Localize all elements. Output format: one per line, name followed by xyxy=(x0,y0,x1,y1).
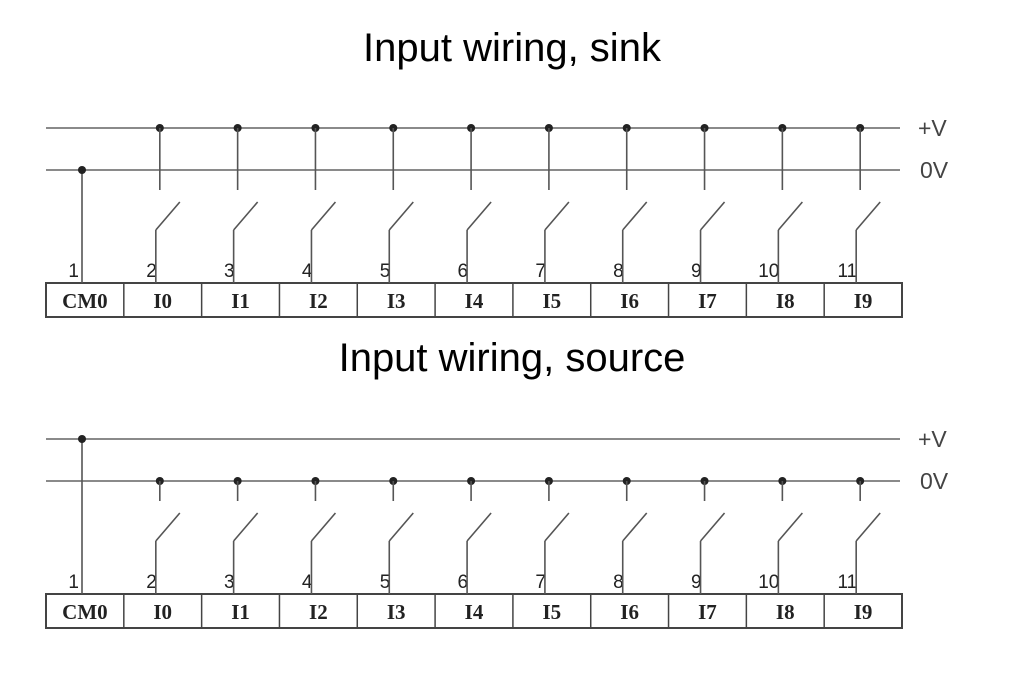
terminal-block xyxy=(45,593,903,629)
terminal-label: I2 xyxy=(309,289,328,313)
pin-number: 8 xyxy=(613,572,624,593)
switch-contact xyxy=(233,512,259,542)
junction-dot xyxy=(78,166,86,174)
pin-number: 8 xyxy=(613,261,624,282)
terminal-label: I8 xyxy=(776,289,795,313)
pin-number: 1 xyxy=(68,261,79,282)
pin-number: 4 xyxy=(302,572,313,593)
terminal-label: I7 xyxy=(698,289,717,313)
plus-v-rail-label: +V xyxy=(918,426,947,452)
terminal-label: I5 xyxy=(542,289,561,313)
zero-v-rail-label: 0V xyxy=(920,157,949,183)
pin-number: 6 xyxy=(458,261,469,282)
pin-number: 6 xyxy=(458,572,469,593)
terminal-label: I0 xyxy=(153,289,172,313)
switch-contact xyxy=(466,201,492,231)
switch-contact xyxy=(544,512,570,542)
pin-number: 2 xyxy=(146,572,157,593)
switch-contact xyxy=(777,201,803,231)
pin-number: 11 xyxy=(837,261,857,282)
terminal-label: I6 xyxy=(620,600,639,624)
terminal-label: I3 xyxy=(387,289,406,313)
terminal-label: I6 xyxy=(620,289,639,313)
plus-v-rail-label: +V xyxy=(918,115,947,141)
terminal-label: I7 xyxy=(698,600,717,624)
pin-number: 5 xyxy=(380,572,391,593)
sink-diagram-title: Input wiring, sink xyxy=(363,26,661,70)
pin-number: 9 xyxy=(691,261,702,282)
switch-contact xyxy=(310,512,337,542)
terminal-block xyxy=(45,282,903,318)
terminal-label: I9 xyxy=(854,600,873,624)
switch-contact xyxy=(777,512,803,542)
terminal-label: CM0 xyxy=(62,600,108,624)
switch-contact xyxy=(155,201,181,231)
switch-contact xyxy=(699,512,726,542)
terminal-label: I1 xyxy=(231,600,250,624)
pin-number: 3 xyxy=(224,261,235,282)
terminal-label: I1 xyxy=(231,289,250,313)
pin-number: 10 xyxy=(758,261,779,282)
terminal-label: I4 xyxy=(465,289,484,313)
pin-number: 1 xyxy=(68,572,79,593)
switch-contact xyxy=(466,512,492,542)
switch-contact xyxy=(388,512,414,542)
pin-number: 9 xyxy=(691,572,702,593)
terminal-label: I8 xyxy=(776,600,795,624)
zero-v-rail-label: 0V xyxy=(920,468,949,494)
switch-contact xyxy=(855,201,881,231)
switch-contact xyxy=(233,201,259,231)
switch-contact xyxy=(622,201,648,231)
pin-number: 11 xyxy=(837,572,857,593)
terminal-label: I3 xyxy=(387,600,406,624)
switch-contact xyxy=(388,201,414,231)
switch-contact xyxy=(699,201,726,231)
switch-contact xyxy=(544,201,570,231)
pin-number: 3 xyxy=(224,572,235,593)
pin-number: 10 xyxy=(758,572,779,593)
pin-number: 4 xyxy=(302,261,313,282)
terminal-label: I4 xyxy=(465,600,484,624)
terminal-label: I5 xyxy=(542,600,561,624)
terminal-label: I9 xyxy=(854,289,873,313)
switch-contact xyxy=(155,512,181,542)
pin-number: 2 xyxy=(146,261,157,282)
pin-number: 7 xyxy=(535,261,546,282)
junction-dot xyxy=(78,435,86,443)
terminal-label: I0 xyxy=(153,600,172,624)
pin-number: 7 xyxy=(535,572,546,593)
source-diagram-title: Input wiring, source xyxy=(338,336,686,380)
terminal-label: CM0 xyxy=(62,289,108,313)
switch-contact xyxy=(622,512,648,542)
pin-number: 5 xyxy=(380,261,391,282)
switch-contact xyxy=(310,201,337,231)
terminal-label: I2 xyxy=(309,600,328,624)
switch-contact xyxy=(855,512,881,542)
